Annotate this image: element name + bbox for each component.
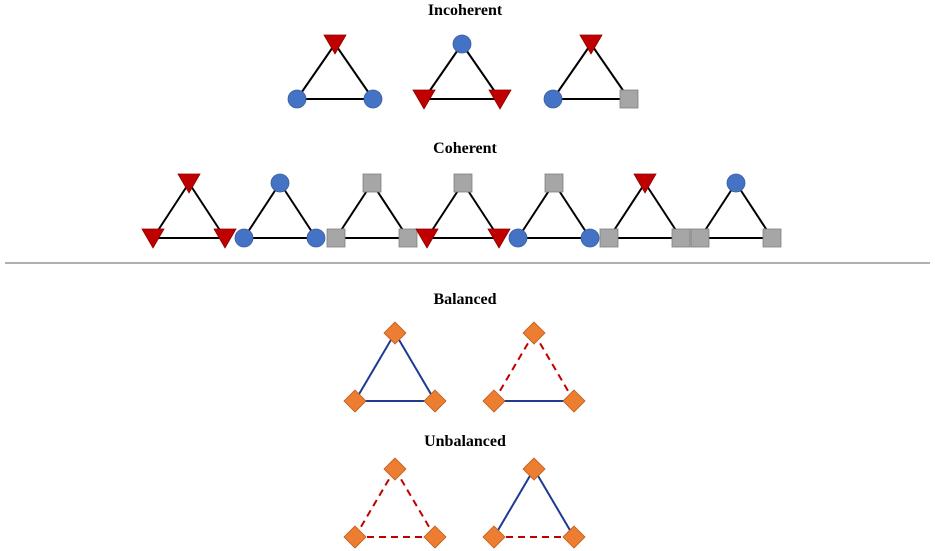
coherent-triad [415, 173, 511, 249]
triangle-node [141, 228, 165, 249]
negative-edge [394, 468, 436, 538]
triangle-node [213, 228, 237, 249]
coherent-triad [599, 173, 691, 248]
square-node [453, 173, 473, 193]
diamond-node [343, 525, 367, 549]
diamond-node [423, 389, 447, 413]
edge [493, 468, 535, 538]
edge [394, 332, 436, 402]
square-node [326, 228, 346, 248]
square-node [690, 228, 710, 248]
circle-node [580, 228, 600, 248]
square-node [619, 89, 639, 109]
negative-edge [533, 332, 575, 402]
edge [243, 182, 281, 239]
triangle-node [177, 173, 201, 194]
square-node [762, 228, 782, 248]
edge [533, 468, 575, 538]
edge [334, 43, 374, 100]
incoherent-triad [543, 34, 639, 109]
edge [296, 43, 336, 100]
diamond-node [383, 457, 407, 481]
circle-node [234, 228, 254, 248]
diamond-node [482, 389, 506, 413]
balanced-triad [482, 321, 586, 413]
circle-node [363, 89, 383, 109]
heading-unbalanced: Unbalanced [424, 433, 506, 450]
square-node [398, 228, 418, 248]
unbalanced-triad [482, 457, 586, 549]
triangle-node [579, 34, 603, 55]
triangle-node [323, 34, 347, 55]
circle-node [726, 173, 746, 193]
coherent-triad [326, 173, 418, 248]
circle-node [306, 228, 326, 248]
diamond-node [522, 321, 546, 345]
circle-node [287, 89, 307, 109]
circle-node [508, 228, 528, 248]
incoherent-triad [287, 34, 383, 109]
triangle-node [488, 89, 512, 110]
circle-node [452, 34, 472, 54]
heading-balanced: Balanced [433, 291, 496, 308]
diamond-node [562, 525, 586, 549]
circle-node [270, 173, 290, 193]
coherent-triad [141, 173, 237, 249]
triangle-node [415, 228, 439, 249]
triangle-node [412, 89, 436, 110]
diamond-node [423, 525, 447, 549]
square-node [544, 173, 564, 193]
incoherent-triad [412, 34, 512, 110]
square-node [599, 228, 619, 248]
circle-node [543, 89, 563, 109]
unbalanced-triad [343, 457, 447, 549]
diamond-node [482, 525, 506, 549]
negative-edge [493, 332, 535, 402]
square-node [362, 173, 382, 193]
heading-incoherent: Incoherent [428, 2, 503, 19]
diamond-node [562, 389, 586, 413]
triangle-node [633, 173, 657, 194]
edge [552, 43, 592, 100]
diamond-node [522, 457, 546, 481]
balanced-triad [343, 321, 447, 413]
coherent-triad [234, 173, 326, 248]
negative-edge [354, 468, 396, 538]
diamond-node [383, 321, 407, 345]
square-node [671, 228, 691, 248]
triangle-node [487, 228, 511, 249]
coherent-triad [690, 173, 782, 248]
edge [354, 332, 396, 402]
heading-coherent: Coherent [433, 140, 497, 157]
coherent-triad [508, 173, 600, 248]
edge [279, 182, 317, 239]
diamond-node [343, 389, 367, 413]
triads-layer [141, 34, 782, 549]
